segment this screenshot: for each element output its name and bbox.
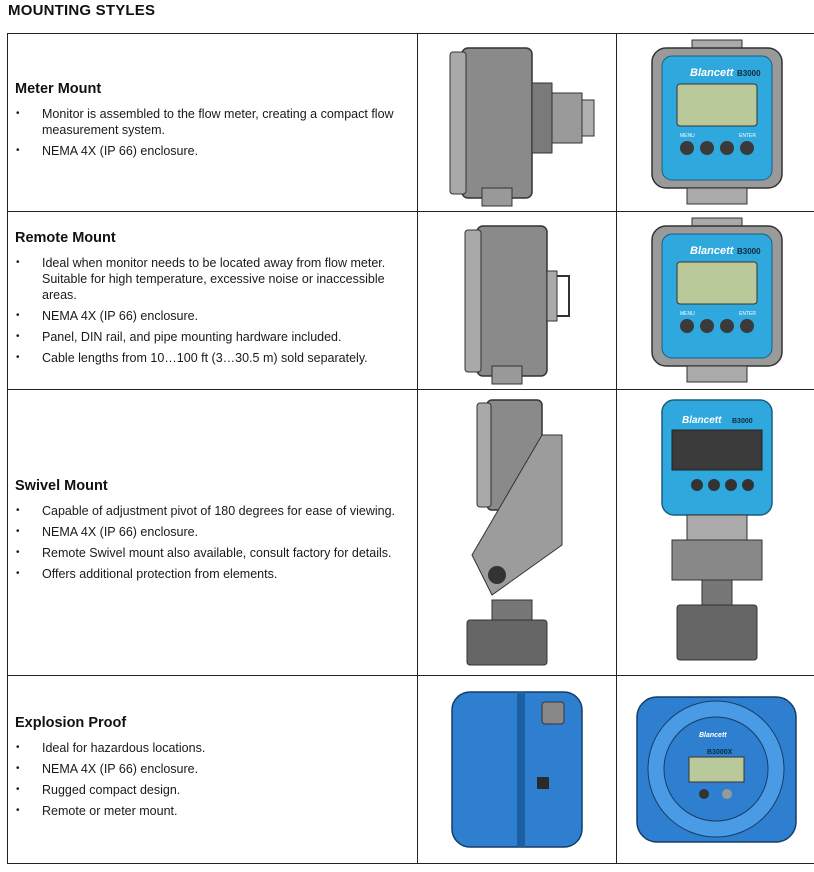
swivel-monitor-front-illustration: Blancett B3000 — [660, 399, 773, 661]
monitor-front-illustration: Blancett B3000 MENU ENTER — [650, 217, 783, 382]
table-row: Remote Mount Ideal when monitor needs to… — [7, 211, 814, 390]
model-label: B3000 — [732, 418, 753, 425]
meter-mount-front-image: Blancett B3000 MENU ENTER — [616, 33, 814, 212]
bullet-item: NEMA 4X (IP 66) enclosure. — [15, 143, 413, 159]
remote-mount-side-illustration — [464, 224, 570, 384]
explosion-proof-text: Explosion Proof Ideal for hazardous loca… — [7, 675, 418, 864]
explosion-proof-side-image — [417, 675, 617, 864]
bullet-item: Cable lengths from 10…100 ft (3…30.5 m) … — [15, 350, 413, 366]
remote-mount-text: Remote Mount Ideal when monitor needs to… — [7, 211, 418, 390]
bullet-item: NEMA 4X (IP 66) enclosure. — [15, 761, 413, 777]
explosion-proof-side-illustration — [451, 691, 583, 848]
brand-logo-text: Blancett — [690, 67, 735, 79]
model-label: B3000X — [707, 749, 733, 756]
bullet-list: Ideal for hazardous locations. NEMA 4X (… — [15, 740, 413, 819]
bullet-item: Remote Swivel mount also available, cons… — [15, 545, 413, 561]
remote-mount-front-image: Blancett B3000 MENU ENTER — [616, 211, 814, 390]
remote-mount-side-image — [417, 211, 617, 390]
bullet-list: Monitor is assembled to the flow meter, … — [15, 106, 413, 159]
mounting-styles-table: Meter Mount Monitor is assembled to the … — [7, 33, 814, 864]
bullet-item: Ideal for hazardous locations. — [15, 740, 413, 756]
swivel-mount-side-image — [417, 389, 617, 676]
bullet-item: NEMA 4X (IP 66) enclosure. — [15, 308, 413, 324]
model-label: B3000 — [737, 69, 761, 78]
bullet-list: Capable of adjustment pivot of 180 degre… — [15, 503, 413, 582]
model-label: B3000 — [737, 247, 761, 256]
svg-text:MENU: MENU — [680, 311, 695, 317]
row-title: Explosion Proof — [15, 715, 127, 731]
row-title: Meter Mount — [15, 81, 102, 97]
explosion-proof-front-illustration: Blancett B3000X — [636, 696, 797, 843]
table-row: Meter Mount Monitor is assembled to the … — [7, 33, 814, 212]
bullet-item: NEMA 4X (IP 66) enclosure. — [15, 524, 413, 540]
meter-mount-side-image — [417, 33, 617, 212]
swivel-mount-side-illustration — [466, 399, 563, 666]
page-title: MOUNTING STYLES — [8, 2, 156, 19]
brand-logo-text: Blancett — [682, 415, 722, 426]
row-title: Remote Mount — [15, 230, 116, 246]
svg-text:ENTER: ENTER — [739, 133, 756, 139]
svg-text:ENTER: ENTER — [739, 311, 756, 317]
monitor-front-illustration: Blancett B3000 MENU ENTER — [650, 39, 783, 204]
bullet-item: Offers additional protection from elemen… — [15, 566, 413, 582]
bullet-item: Ideal when monitor needs to be located a… — [15, 255, 413, 303]
svg-text:MENU: MENU — [680, 133, 695, 139]
bullet-item: Capable of adjustment pivot of 180 degre… — [15, 503, 413, 519]
row-title: Swivel Mount — [15, 478, 108, 494]
table-row: Swivel Mount Capable of adjustment pivot… — [7, 389, 814, 676]
brand-logo-text: Blancett — [699, 732, 727, 739]
bullet-list: Ideal when monitor needs to be located a… — [15, 255, 413, 366]
bullet-item: Rugged compact design. — [15, 782, 413, 798]
swivel-mount-text: Swivel Mount Capable of adjustment pivot… — [7, 389, 418, 676]
bullet-item: Monitor is assembled to the flow meter, … — [15, 106, 413, 138]
bullet-item: Remote or meter mount. — [15, 803, 413, 819]
bullet-item: Panel, DIN rail, and pipe mounting hardw… — [15, 329, 413, 345]
swivel-mount-front-image: Blancett B3000 — [616, 389, 814, 676]
meter-mount-text: Meter Mount Monitor is assembled to the … — [7, 33, 418, 212]
brand-logo-text: Blancett — [690, 245, 735, 257]
table-row: Explosion Proof Ideal for hazardous loca… — [7, 675, 814, 864]
explosion-proof-front-image: Blancett B3000X — [616, 675, 814, 864]
meter-mount-side-illustration — [449, 46, 595, 206]
